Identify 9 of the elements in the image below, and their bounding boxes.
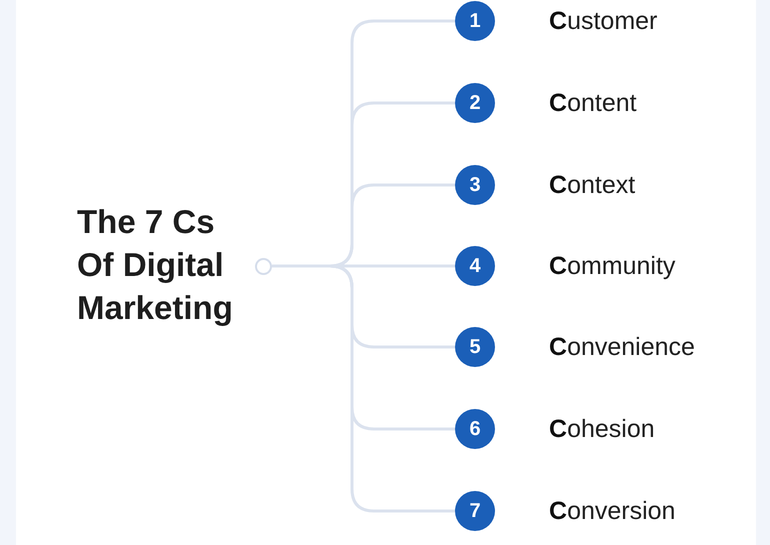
step-label: Convenience [549,332,695,363]
step-label: Content [549,88,637,119]
step-label: Community [549,251,676,282]
connector-line [272,264,330,268]
step-label: Context [549,170,636,201]
diagram-title: The 7 Cs Of Digital Marketing [77,202,234,328]
step-label: Cohesion [549,414,655,445]
step-label: Customer [549,6,658,37]
step-label: Conversion [549,496,676,527]
